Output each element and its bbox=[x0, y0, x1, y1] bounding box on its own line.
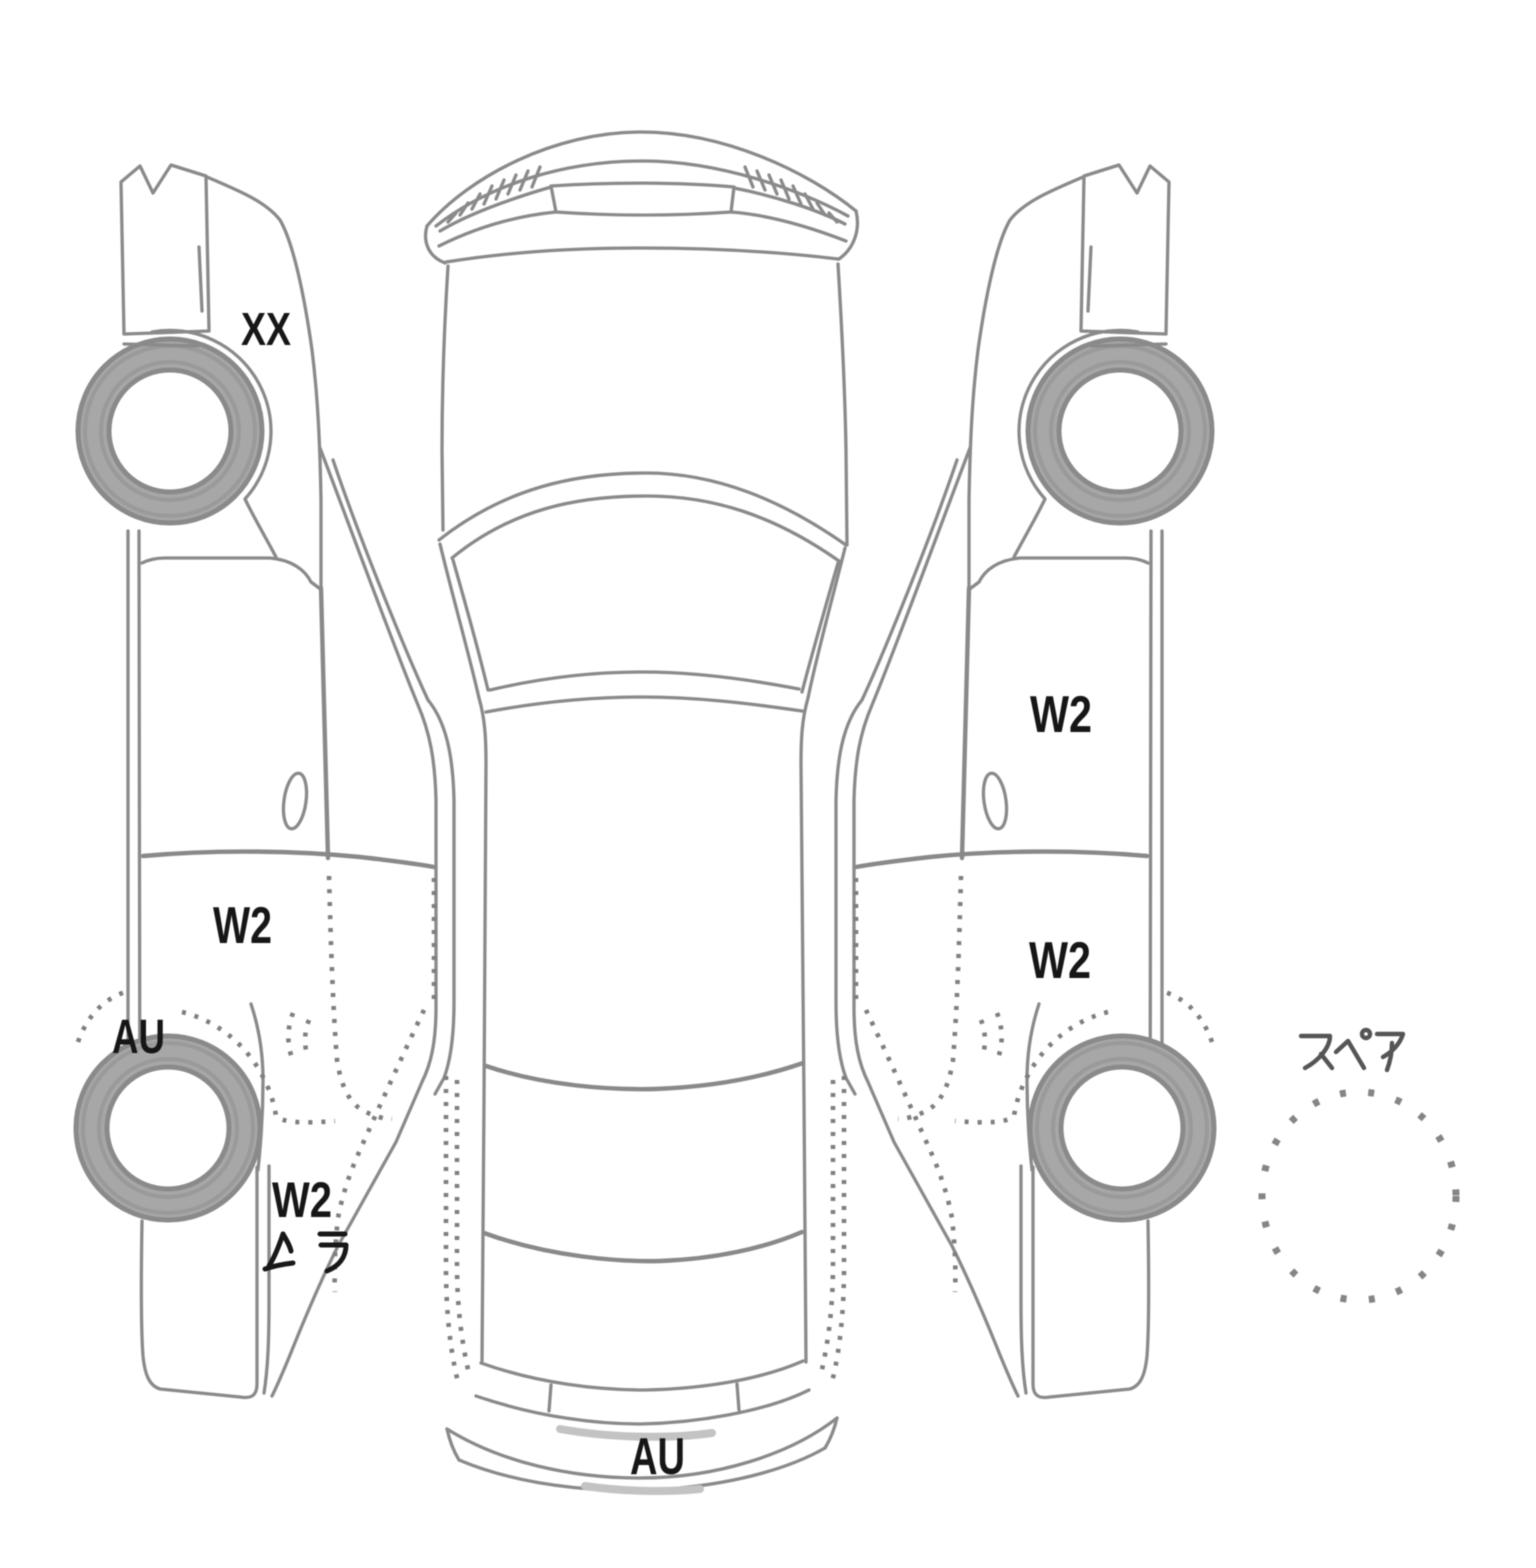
svg-text:AU: AU bbox=[112, 1011, 165, 1064]
svg-text:W2: W2 bbox=[213, 897, 272, 955]
svg-text:AU: AU bbox=[630, 1428, 685, 1486]
svg-text:W2: W2 bbox=[1030, 686, 1092, 744]
svg-text:W2: W2 bbox=[272, 1172, 332, 1228]
svg-text:W2: W2 bbox=[1029, 932, 1091, 990]
svg-text:XX: XX bbox=[241, 303, 291, 355]
